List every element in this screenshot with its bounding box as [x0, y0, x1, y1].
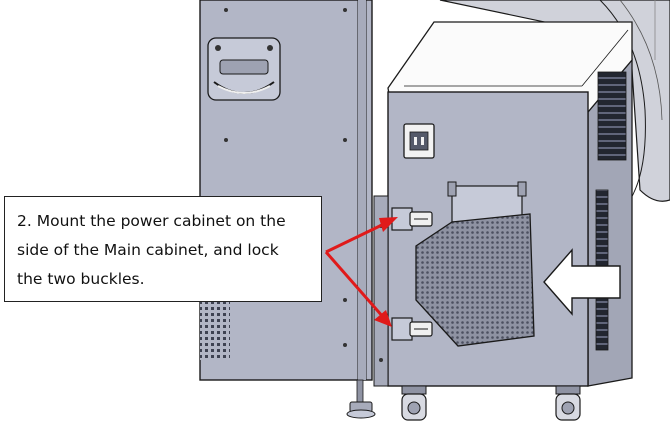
power-inlet-icon — [403, 123, 435, 159]
instruction-callout: 2. Mount the power cabinet on the side o… — [4, 196, 322, 302]
caster-wheel-icon — [555, 385, 581, 421]
main-cabinet-vents — [200, 300, 230, 360]
buckle-icon — [391, 317, 433, 341]
main-cabinet — [199, 0, 376, 419]
leveling-foot — [346, 379, 376, 419]
handle-icon — [207, 37, 281, 101]
instruction-text: 2. Mount the power cabinet on the side o… — [17, 212, 286, 288]
pointer-arrows — [324, 217, 398, 327]
side-vent-upper — [597, 71, 627, 161]
caster-wheel-icon — [401, 385, 427, 421]
airflow-arrow-icon — [543, 248, 621, 316]
mesh-filter — [415, 213, 535, 347]
power-cabinet — [373, 21, 633, 421]
buckle-icon — [391, 207, 433, 231]
